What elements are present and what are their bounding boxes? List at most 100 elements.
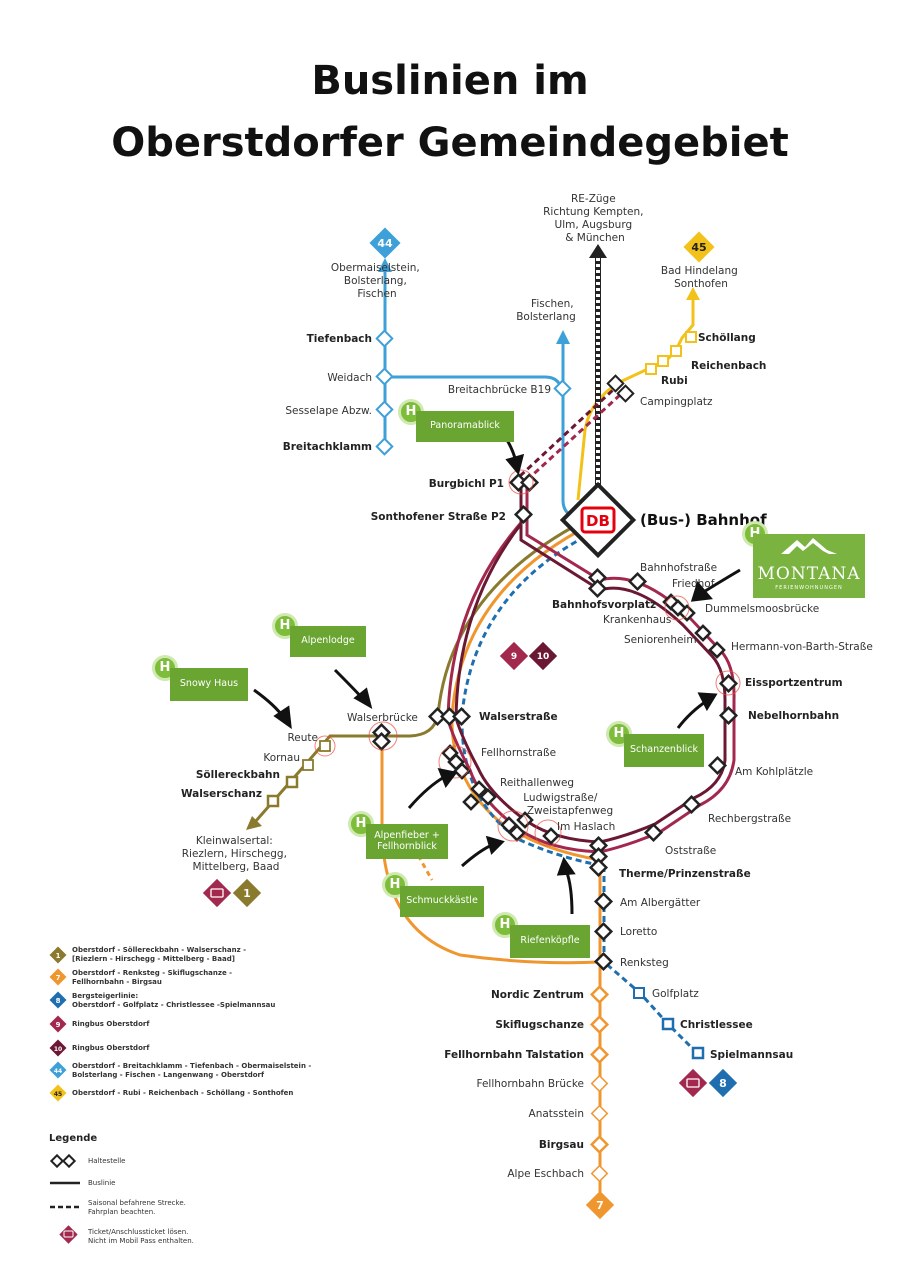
- stop-marker-bahnhofstrasse: [627, 571, 648, 592]
- label-fellhornstrasse: Fellhornstraße: [481, 747, 556, 759]
- label-reute: Reute: [287, 732, 318, 744]
- label-weidach: Weidach: [327, 372, 372, 384]
- rail-line: [589, 244, 607, 494]
- svg-text:10: 10: [54, 1046, 62, 1053]
- label-ludwig: Ludwigstraße/ Zweistapfenweg: [523, 792, 613, 817]
- montana-sub: FERIENWOHNUNGEN: [775, 585, 843, 591]
- label-rubi: Rubi: [661, 375, 688, 387]
- legend-seasonal-label: Saisonal befahrene Strecke.Fahrplan beac…: [88, 1199, 186, 1216]
- poi-highlight-circles: [314, 469, 741, 847]
- stop-marker-schoellang: [685, 331, 697, 343]
- badge-9: 9: [499, 641, 529, 671]
- montana-logo[interactable]: MONTANA FERIENWOHNUNGEN: [753, 534, 865, 598]
- stop-marker-therme-2: [588, 846, 609, 867]
- poi-panoramablick[interactable]: Panoramablick: [416, 411, 514, 442]
- db-logo-icon: [580, 506, 616, 534]
- poi-schmuckkaestle[interactable]: Schmuckkästle: [400, 886, 484, 917]
- legend-line-45: Oberstdorf - Rubi - Reichenbach - Schöll…: [72, 1089, 294, 1097]
- label-sonthofener: Sonthofener Straße P2: [371, 511, 506, 523]
- stop-marker-walserstrasse-2: [439, 706, 460, 727]
- label-burgbichl: Burgbichl P1: [429, 478, 504, 490]
- svg-text:7: 7: [596, 1199, 604, 1212]
- stop-marker-seniorenheim: [694, 624, 712, 642]
- stop-marker-anatsstein: [590, 1104, 609, 1123]
- label-walserschanz: Walserschanz: [181, 788, 262, 800]
- legend-line-9: Ringbus Oberstdorf: [72, 1020, 150, 1028]
- label-walserstrasse: Walserstraße: [479, 711, 558, 723]
- stop-marker-reithallenweg-3: [462, 793, 480, 811]
- rail-label-line-3: Ulm, Augsburg: [555, 219, 633, 231]
- legend-title: Legende: [49, 1133, 98, 1144]
- legend-badge-10: 10: [49, 1039, 67, 1057]
- svg-text:44: 44: [54, 1068, 62, 1075]
- stop-marker-therme-1: [588, 835, 609, 856]
- poi-alpenfieber[interactable]: Alpenfieber + Fellhornblick: [366, 824, 448, 859]
- stop-marker-nordic: [589, 984, 610, 1005]
- legend-line-44: Oberstdorf - Breitachklamm - Tiefenbach …: [72, 1062, 312, 1079]
- label-imhaslach: Im Haslach: [557, 821, 615, 833]
- legend-badge-45: 45: [49, 1084, 67, 1102]
- legend-badge-9: 9: [49, 1015, 67, 1033]
- svg-text:7: 7: [56, 974, 61, 982]
- poi-alpenlodge[interactable]: Alpenlodge: [290, 626, 366, 657]
- ticket-icon-spielmannsau: [678, 1068, 708, 1098]
- label-oststrasse: Oststraße: [665, 845, 716, 857]
- label-bahnhofstrasse: Bahnhofstraße: [640, 562, 717, 574]
- stop-labels: Obermaiselstein, Bolsterlang, Fischen Ti…: [181, 262, 873, 1180]
- stop-marker-fellhornbruecke: [590, 1074, 609, 1093]
- svg-text:45: 45: [691, 241, 706, 254]
- stop-marker-reithallenweg-2: [479, 788, 497, 806]
- label-birgsau: Birgsau: [539, 1139, 584, 1151]
- line-1-route: [253, 518, 587, 823]
- legend-badge-7: 7: [49, 968, 67, 986]
- poi-snowyhaus[interactable]: Snowy Haus: [170, 668, 248, 701]
- label-dummelsmoos: Dummelsmoosbrücke: [705, 603, 819, 615]
- label-sesselape: Sesselape Abzw.: [285, 405, 372, 417]
- legend-line-1: Oberstdorf - Söllereckbahn - Walserschan…: [72, 946, 247, 963]
- stop-marker-christlessee: [661, 1017, 675, 1031]
- stop-marker-loretto: [593, 921, 614, 942]
- stop-marker-ludwig-3: [516, 811, 534, 829]
- label-fellhorntal: Fellhornbahn Talstation: [444, 1049, 584, 1061]
- label-tiefenbach: Tiefenbach: [307, 333, 372, 345]
- poi-alpenfieber-line-2: Fellhornblick: [377, 840, 437, 852]
- svg-text:44: 44: [377, 237, 393, 250]
- stop-marker-haslach: [542, 827, 560, 845]
- label-fischen: Fischen, Bolsterlang: [516, 298, 577, 323]
- label-nordic: Nordic Zentrum: [491, 989, 584, 1001]
- db-hub[interactable]: DB (Bus-) Bahnhof: [559, 481, 767, 559]
- db-logo-text: DB: [586, 512, 610, 530]
- badge-8: 8: [708, 1068, 738, 1098]
- stop-marker-walserstrasse-1: [427, 706, 448, 727]
- svg-text:1: 1: [56, 952, 61, 960]
- legend-stop-label: Haltestelle: [88, 1157, 126, 1165]
- stop-marker-nebelhorn: [718, 705, 739, 726]
- legend-line-8: Bergsteigerlinie:Oberstdorf - Golfplatz …: [72, 992, 276, 1009]
- poi-schanzenblick[interactable]: Schanzenblick: [624, 734, 704, 767]
- stop-marker-reute: [319, 740, 331, 752]
- label-skiflug: Skiflugschanze: [495, 1019, 584, 1031]
- stop-marker-birgsau: [589, 1134, 610, 1155]
- label-krankenhaus: Krankenhaus: [603, 614, 671, 626]
- label-kleinwalsertal: Kleinwalsertal: Riezlern, Hirschegg, Mit…: [182, 835, 291, 873]
- ticket-icon-kleinwalsertal: [202, 878, 232, 908]
- stop-marker-campingplatz-1: [606, 374, 625, 393]
- montana-mountain-icon: [781, 538, 837, 554]
- label-bahnhofsvorplatz: Bahnhofsvorplatz: [552, 599, 656, 611]
- stop-marker-reichenbach: [670, 345, 682, 357]
- stop-marker-burgbichl-1: [508, 472, 529, 493]
- legend-badge-8: 8: [49, 991, 67, 1009]
- stop-marker-reithallenweg-1: [470, 780, 488, 798]
- rail-label-line-1: RE-Züge: [571, 193, 616, 205]
- badge-10: 10: [528, 641, 558, 671]
- legend-badge-1: 1: [49, 946, 67, 964]
- stop-marker-ludwig-1: [500, 816, 518, 834]
- poi-riefenkoepfle[interactable]: Riefenköpfle: [510, 925, 590, 958]
- svg-text:9: 9: [56, 1021, 61, 1029]
- page-title-line-2: Oberstdorfer Gemeindegebiet: [111, 120, 789, 166]
- stop-marker-therme-3: [588, 857, 609, 878]
- label-obermaiselstein: Obermaiselstein, Bolsterlang, Fischen: [331, 262, 423, 300]
- legend-stop-icon: [49, 1153, 77, 1169]
- badge-7: 7: [585, 1190, 615, 1220]
